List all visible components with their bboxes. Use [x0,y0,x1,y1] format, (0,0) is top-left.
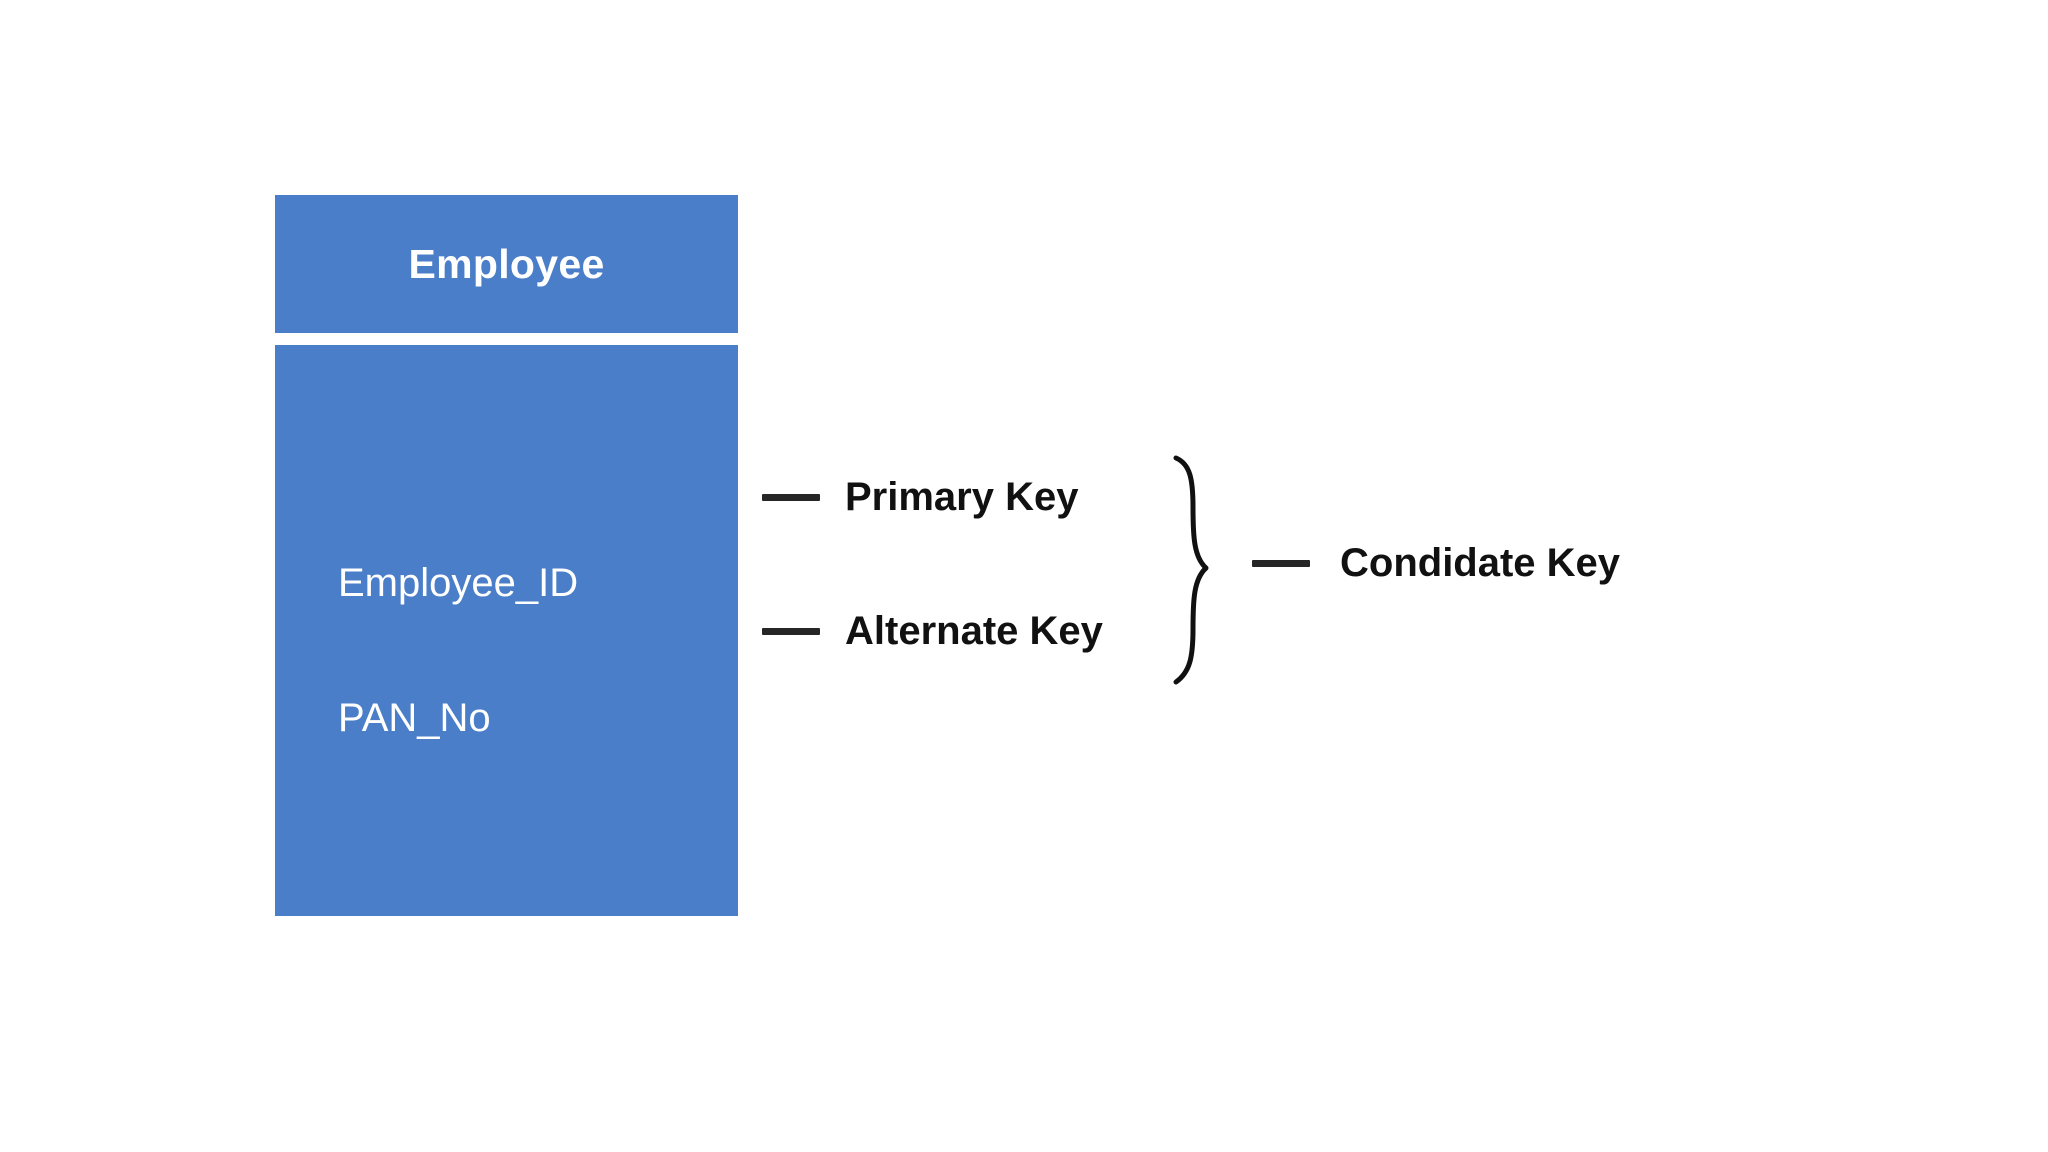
entity-header-divider [275,333,738,345]
entity-title: Employee [408,240,605,287]
entity-attribute-list: Employee_ID PAN_No [275,345,738,916]
entity-attribute-employee-id: Employee_ID [338,561,579,605]
annotation-label-primary-key: Primary Key [845,475,1079,519]
entity-table-employee: Employee Employee_ID PAN_No [275,195,738,916]
connector-dash-primary-key [762,494,820,501]
annotation-label-candidate-key: Condidate Key [1340,541,1621,585]
connector-dash-candidate-key [1252,560,1310,567]
entity-attribute-pan-no: PAN_No [338,696,491,740]
right-curly-brace-icon [1168,455,1220,685]
annotation-label-alternate-key: Alternate Key [845,609,1103,653]
connector-dash-alternate-key [762,628,820,635]
entity-header: Employee [275,195,738,333]
